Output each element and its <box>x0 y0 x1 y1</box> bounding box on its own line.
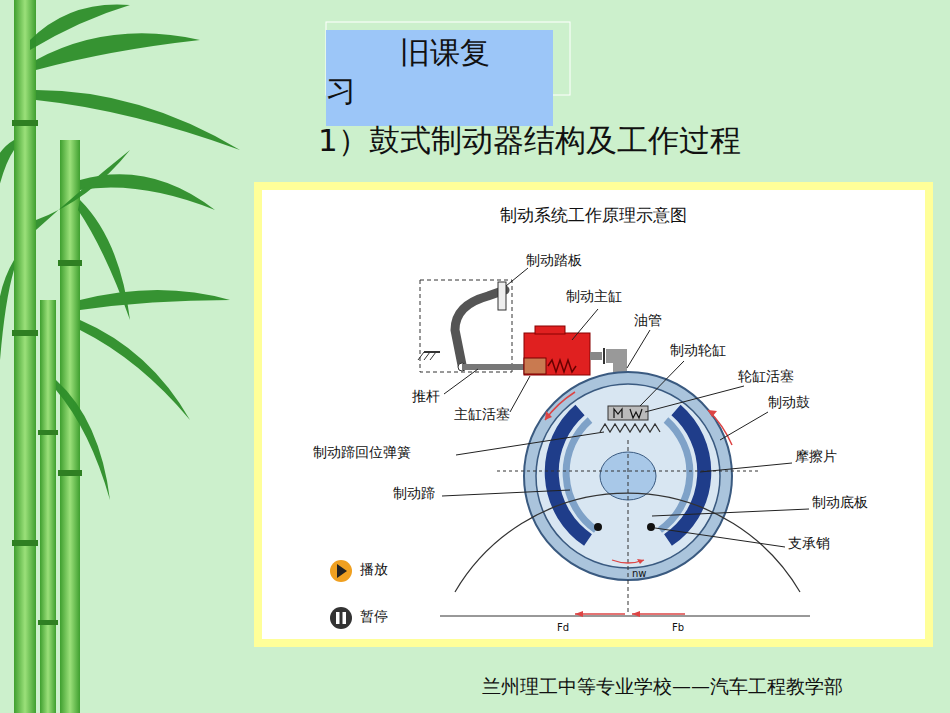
part-label: 制动轮缸 <box>670 342 726 359</box>
part-label: 制动踏板 <box>526 252 582 269</box>
part-label: 推杆 <box>412 388 440 405</box>
part-label: 播放 <box>360 561 388 578</box>
part-label: 制动蹄回位弹簧 <box>313 444 411 461</box>
footer-caption: 兰州理工中等专业学校——汽车工程教学部 <box>482 674 843 700</box>
review-box: 旧课复习 <box>326 30 553 126</box>
part-label: 主缸活塞 <box>454 406 510 423</box>
part-label: Fb <box>672 622 684 634</box>
diagram-panel-text: 制动系统工作原理示意图 <box>262 204 925 227</box>
part-label: 制动底板 <box>812 494 868 511</box>
part-label: 摩擦片 <box>795 448 837 465</box>
part-label: 支承销 <box>788 535 830 552</box>
review-box-text: 旧课复习 <box>326 34 506 109</box>
part-label: 轮缸活塞 <box>738 368 794 385</box>
slide-title: 1）鼓式制动器结构及工作过程 <box>318 120 741 162</box>
part-label: 油管 <box>634 312 662 329</box>
part-label: 制动鼓 <box>768 394 810 411</box>
part-label: 制动主缸 <box>566 288 622 305</box>
part-label: Fd <box>557 622 569 634</box>
part-label: 制动蹄 <box>393 485 435 502</box>
part-label: nw <box>632 568 647 580</box>
leader-lines <box>442 268 809 547</box>
part-label: 暂停 <box>360 608 388 625</box>
diagram-panel: 制动系统工作原理示意图 <box>254 182 933 647</box>
bamboo <box>0 0 240 713</box>
